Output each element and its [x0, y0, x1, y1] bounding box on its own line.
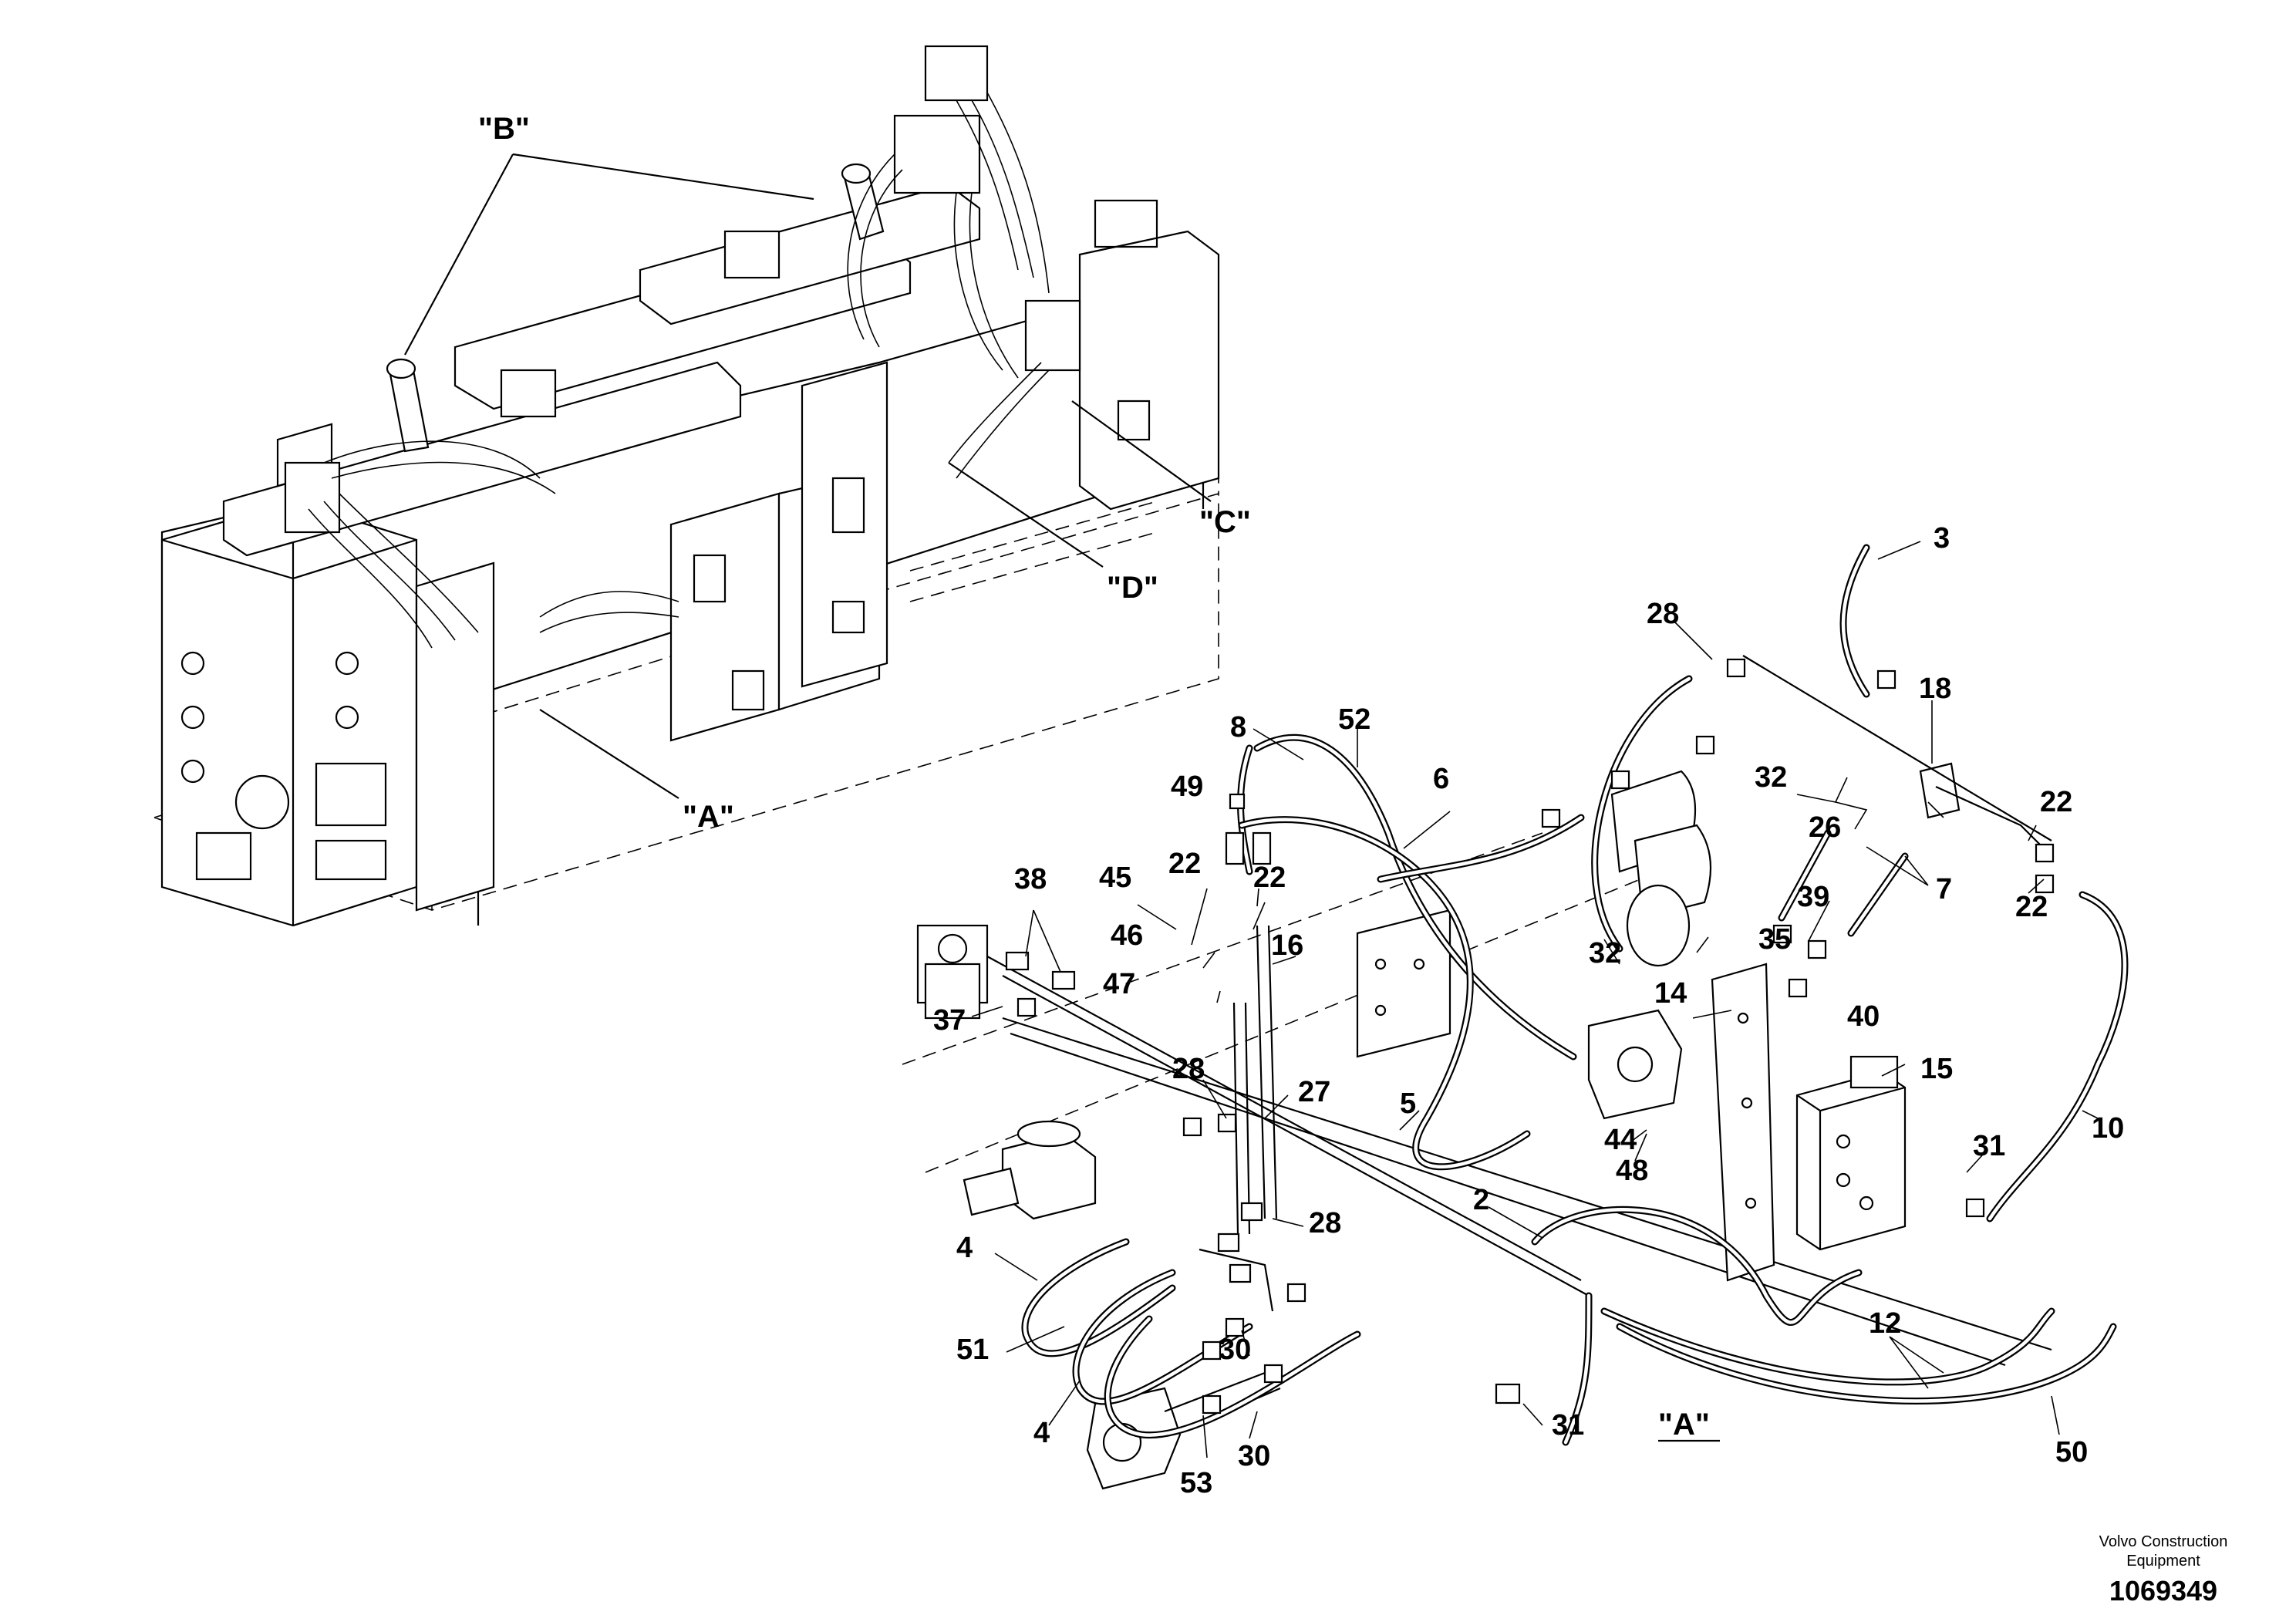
callout-35: 35: [1758, 923, 1791, 956]
callout-22: 22: [1168, 848, 1201, 880]
callout-53: 53: [1180, 1467, 1212, 1499]
fittings: [1005, 658, 2055, 1415]
callout-6: 6: [1433, 763, 1449, 795]
callout-22: 22: [2015, 891, 2048, 923]
callout-32: 32: [1589, 937, 1621, 969]
callout-27: 27: [1298, 1076, 1330, 1108]
callout-leaders: [971, 541, 2099, 1458]
detail-view-a: [902, 541, 2129, 1490]
callout-3: 3: [1934, 522, 1950, 555]
callout-12: 12: [1869, 1307, 1901, 1340]
callout-22: 22: [1253, 862, 1286, 894]
callout-4: 4: [956, 1232, 973, 1264]
callout-38: 38: [1014, 863, 1047, 895]
callout-28: 28: [1309, 1207, 1341, 1239]
part-callouts: 3 28 18 8 52 32 26 22 22 6 49 22 22 45 3…: [933, 522, 2124, 1499]
callout-51: 51: [956, 1334, 989, 1366]
callout-26: 26: [1809, 811, 1841, 844]
callout-14: 14: [1654, 977, 1687, 1010]
callout-18: 18: [1919, 673, 1951, 705]
callout-37: 37: [933, 1004, 966, 1037]
callout-44: 44: [1604, 1124, 1637, 1156]
callout-7: 7: [1936, 873, 1952, 905]
view-labels: "B" "C" "D" "A" "A": [478, 112, 1710, 1442]
callout-50: 50: [2055, 1436, 2088, 1469]
detail-label-a: "A": [1658, 1408, 1710, 1442]
callout-28: 28: [1647, 598, 1679, 630]
view-label-a: "A": [683, 800, 734, 834]
document-number: 1069349: [2109, 1575, 2217, 1607]
callout-31: 31: [1973, 1130, 2005, 1162]
callout-30: 30: [1238, 1440, 1270, 1472]
callout-31: 31: [1552, 1409, 1584, 1442]
callout-47: 47: [1103, 968, 1135, 1000]
callout-4: 4: [1033, 1417, 1050, 1449]
callout-28: 28: [1172, 1053, 1205, 1085]
callout-10: 10: [2092, 1112, 2124, 1145]
callout-39: 39: [1797, 881, 1829, 913]
view-label-c: "C": [1199, 505, 1251, 539]
callout-32: 32: [1755, 761, 1787, 794]
callout-45: 45: [1099, 862, 1131, 894]
machine-overview: [153, 45, 1220, 927]
callout-22: 22: [2040, 786, 2072, 818]
callout-8: 8: [1230, 711, 1246, 744]
callout-30: 30: [1219, 1334, 1251, 1366]
callout-2: 2: [1473, 1184, 1489, 1216]
callout-52: 52: [1338, 703, 1371, 736]
callout-15: 15: [1920, 1053, 1953, 1085]
callout-16: 16: [1271, 929, 1303, 962]
callout-5: 5: [1400, 1088, 1416, 1120]
callout-46: 46: [1111, 919, 1143, 952]
callout-49: 49: [1171, 771, 1203, 803]
footer: Volvo Construction Equipment 1069349: [2099, 1533, 2228, 1607]
company-name-line2: Equipment: [2126, 1553, 2200, 1570]
view-label-d: "D": [1107, 571, 1158, 605]
callout-48: 48: [1616, 1155, 1648, 1187]
company-name-line1: Volvo Construction: [2099, 1533, 2228, 1550]
callout-40: 40: [1847, 1000, 1880, 1033]
view-label-b: "B": [478, 112, 530, 146]
